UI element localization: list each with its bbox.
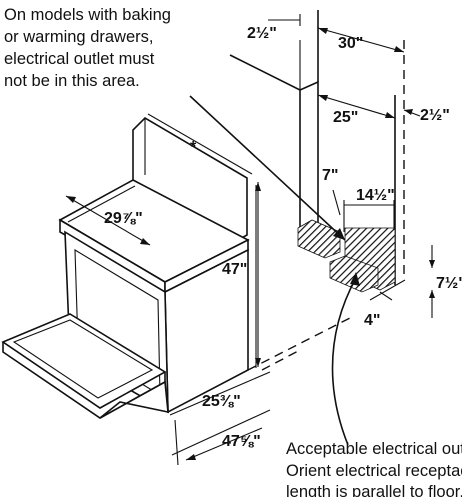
outlet-note-line-3: length is parallel to floor. — [286, 483, 462, 497]
dim-outlet-height: 7½" — [436, 275, 462, 292]
pointer-arrows — [189, 95, 360, 446]
dim-outlet-width: 14½" — [356, 187, 395, 204]
dim-outlet-floor: 4" — [364, 312, 380, 329]
dim-cooktop-width: 29⅞" — [104, 210, 143, 227]
outlet-areas — [297, 189, 435, 318]
dim-range-depth: 25⅜" — [202, 393, 241, 410]
drawer-note-line-1: On models with baking — [4, 6, 171, 24]
dim-top-depth: 2½" — [247, 25, 277, 42]
rear-clearance-dims — [268, 14, 421, 119]
dim-rear-30: 30" — [338, 35, 363, 52]
dim-outlet-offset: 7" — [322, 167, 338, 184]
range-dimension-lines — [65, 113, 351, 466]
dim-depth-door-open: 47⅝" — [222, 433, 261, 450]
drawer-note-line-2: or warming drawers, — [4, 28, 153, 46]
outlet-note-line-2: Orient electrical receptacle so its — [286, 462, 462, 480]
dim-rear-25: 25" — [333, 109, 358, 126]
range-appliance — [1, 116, 257, 419]
drawer-note-line-3: electrical outlet must — [4, 50, 155, 68]
dim-asterisk: * — [190, 139, 197, 156]
dim-side-clearance: 2½" — [420, 107, 450, 124]
drawer-note-line-4: not be in this area. — [4, 72, 140, 90]
dim-range-height: 47" — [222, 261, 247, 278]
restricted-outlet-area — [297, 219, 341, 259]
outlet-note-line-1: Acceptable electrical outlet area. — [286, 440, 462, 458]
